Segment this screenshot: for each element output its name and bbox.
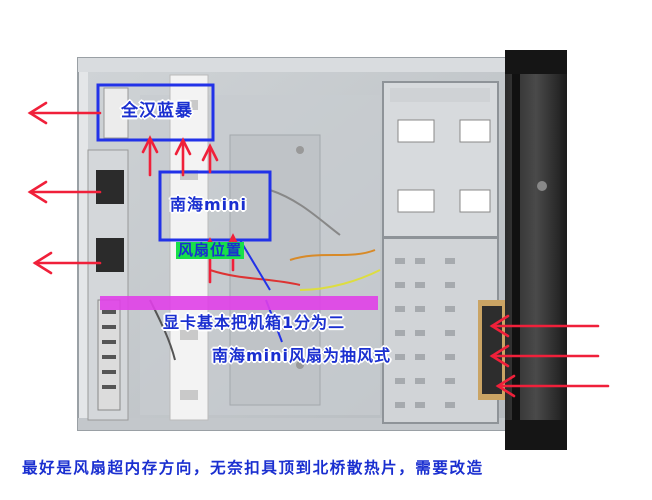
cables bbox=[149, 189, 381, 361]
exhaust-arrows bbox=[27, 101, 102, 275]
intake-arrow-2 bbox=[489, 344, 600, 368]
gpu-divider-label: 显卡基本把机箱1分为二 bbox=[163, 313, 346, 332]
exhaust-arrow-3 bbox=[32, 251, 102, 275]
cooler-a-label: 全汉蓝暴 bbox=[121, 101, 193, 121]
cooler-b-box bbox=[158, 170, 272, 242]
intake-arrow-3 bbox=[495, 374, 610, 398]
fan-position-label: 风扇位置 bbox=[176, 241, 245, 259]
fan-type-label: 南海mini风扇为抽风式 bbox=[212, 346, 392, 365]
rear-expansion-slots bbox=[87, 87, 129, 421]
exhaust-arrow-1 bbox=[27, 101, 102, 125]
exhaust-arrow-2 bbox=[27, 180, 102, 204]
gpu-divider-bar bbox=[100, 296, 378, 310]
cooler-b-leader bbox=[239, 239, 271, 291]
drive-cage bbox=[382, 81, 499, 424]
intake-arrow-1 bbox=[489, 314, 600, 338]
intake-arrows bbox=[489, 314, 610, 398]
cooler-b-label: 南海mini bbox=[170, 195, 248, 214]
front-rail bbox=[505, 50, 567, 450]
bottom-caption: 最好是风扇超内存方向，无奈扣具顶到北桥散热片，需要改造 bbox=[22, 459, 484, 477]
